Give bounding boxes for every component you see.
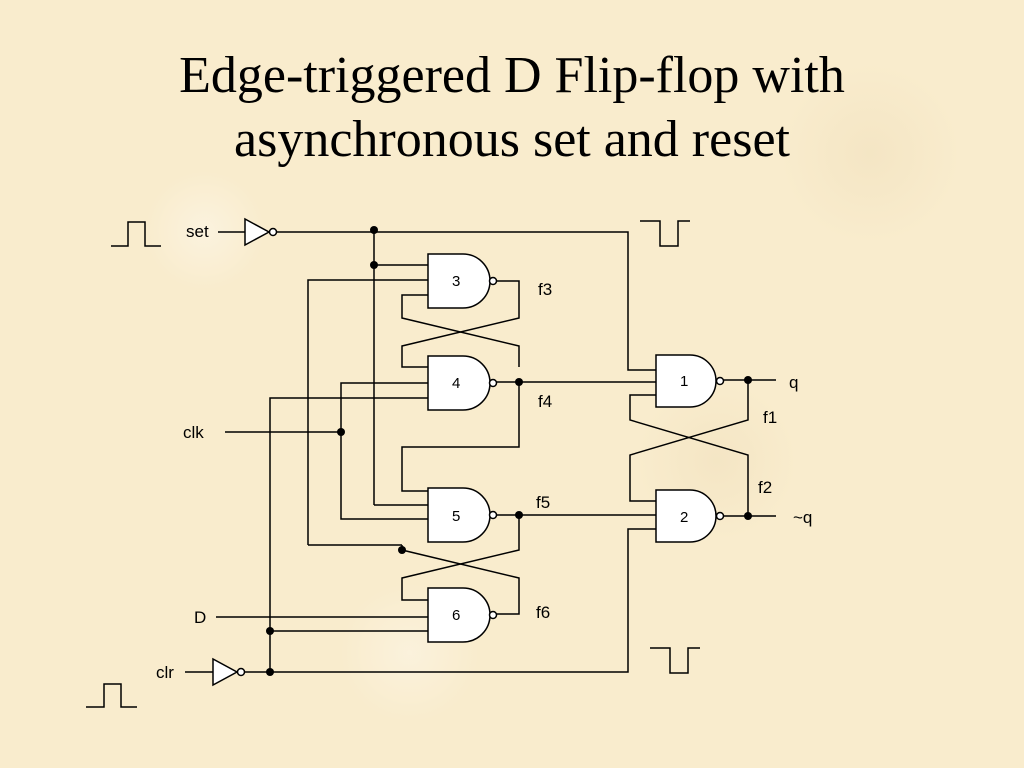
nand-gate-5: 5 xyxy=(427,487,498,543)
f6-label: f6 xyxy=(536,603,550,622)
f1-label: f1 xyxy=(763,408,777,427)
slide-title: Edge-triggered D Flip-flop with asynchro… xyxy=(0,44,1024,172)
q-pulse-symbol xyxy=(640,220,690,247)
gate-2-label: 2 xyxy=(680,509,688,526)
f4-label: f4 xyxy=(538,392,552,411)
set-label: set xyxy=(186,222,209,241)
clr-inverter xyxy=(212,657,246,687)
nand-gate-2: 2 xyxy=(655,489,725,543)
gate-6-label: 6 xyxy=(452,607,460,624)
set-inverter xyxy=(244,217,278,247)
junction-dots xyxy=(266,226,752,676)
wires xyxy=(185,230,776,673)
gate-1-label: 1 xyxy=(680,373,688,390)
nand-gate-4: 4 xyxy=(427,355,498,411)
gate-5-label: 5 xyxy=(452,508,460,525)
q-output-label: q xyxy=(789,373,798,392)
gate-4-label: 4 xyxy=(452,375,460,392)
f5-label: f5 xyxy=(536,493,550,512)
gate-3-label: 3 xyxy=(452,273,460,290)
clr-set-pulse-symbol xyxy=(650,647,700,674)
nand-gate-1: 1 xyxy=(655,354,725,408)
title-line-2: asynchronous set and reset xyxy=(234,111,790,168)
f2-label: f2 xyxy=(758,478,772,497)
set-pulse-symbol xyxy=(111,221,161,247)
clk-label: clk xyxy=(183,423,204,442)
nand-gate-3: 3 xyxy=(427,253,498,309)
clr-label: clr xyxy=(156,663,174,682)
d-label: D xyxy=(194,608,206,627)
clr-pulse-symbol xyxy=(86,683,137,708)
title-line-1: Edge-triggered D Flip-flop with xyxy=(179,47,845,104)
qbar-output-label: ~q xyxy=(793,508,812,527)
nand-gate-6: 6 xyxy=(427,587,498,643)
f3-label: f3 xyxy=(538,280,552,299)
